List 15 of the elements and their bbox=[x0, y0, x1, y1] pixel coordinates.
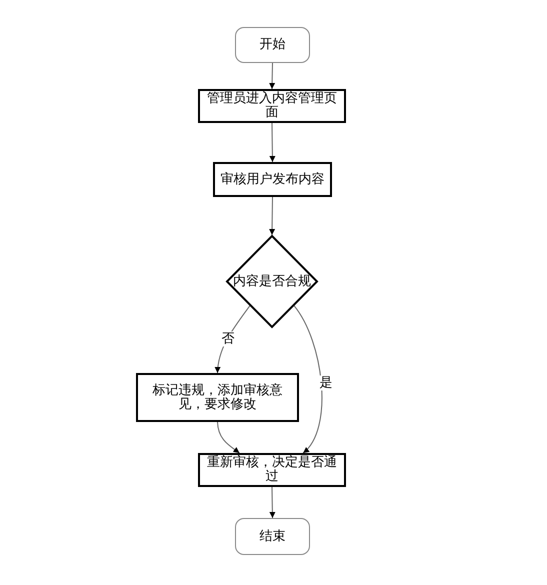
edge-label: 是 bbox=[318, 376, 334, 390]
process-box: 管理员进入内容管理页面 bbox=[198, 89, 346, 123]
arrow bbox=[269, 122, 276, 162]
process-box: 审核用户发布内容 bbox=[213, 162, 332, 197]
arrow bbox=[269, 196, 276, 236]
edge-label: 否 bbox=[220, 332, 236, 346]
terminal-box: 开始 bbox=[235, 27, 310, 63]
process-box: 标记违规，添加审核意见，要求修改 bbox=[136, 373, 299, 422]
arrow bbox=[294, 305, 322, 454]
process-box: 重新审核，决定是否通过 bbox=[198, 453, 346, 487]
terminal-box: 结束 bbox=[235, 518, 310, 555]
arrow bbox=[269, 62, 276, 90]
arrow bbox=[269, 486, 276, 518]
decision-diamond: 内容是否合规 bbox=[226, 235, 318, 328]
arrow bbox=[217, 422, 240, 454]
